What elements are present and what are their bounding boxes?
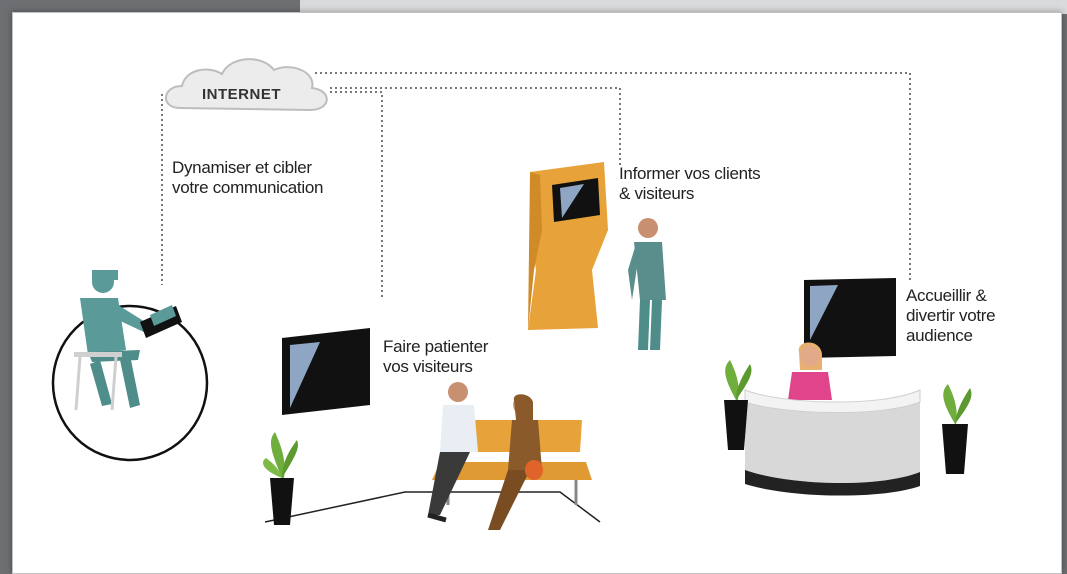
caption-kiosk-inform: Informer vos clients & visiteurs (619, 164, 761, 203)
caption-remote-communication: Dynamiser et cibler votre communication (172, 158, 324, 197)
caption-reception-welcome: Accueillir & divertir votre audience (906, 286, 996, 345)
internet-label: INTERNET (202, 86, 281, 103)
background-strip (300, 0, 1067, 14)
cloud-icon (165, 58, 328, 112)
line-to-waiting-screen (330, 91, 383, 300)
caption-waiting-visitors: Faire patienter vos visiteurs (383, 337, 489, 376)
kiosk-illustration (528, 162, 666, 350)
waiting-area-illustration (263, 328, 601, 530)
line-to-kiosk (330, 87, 621, 165)
line-to-reception (315, 72, 911, 280)
reception-illustration (724, 278, 972, 496)
remote-worker-illustration (51, 270, 209, 462)
